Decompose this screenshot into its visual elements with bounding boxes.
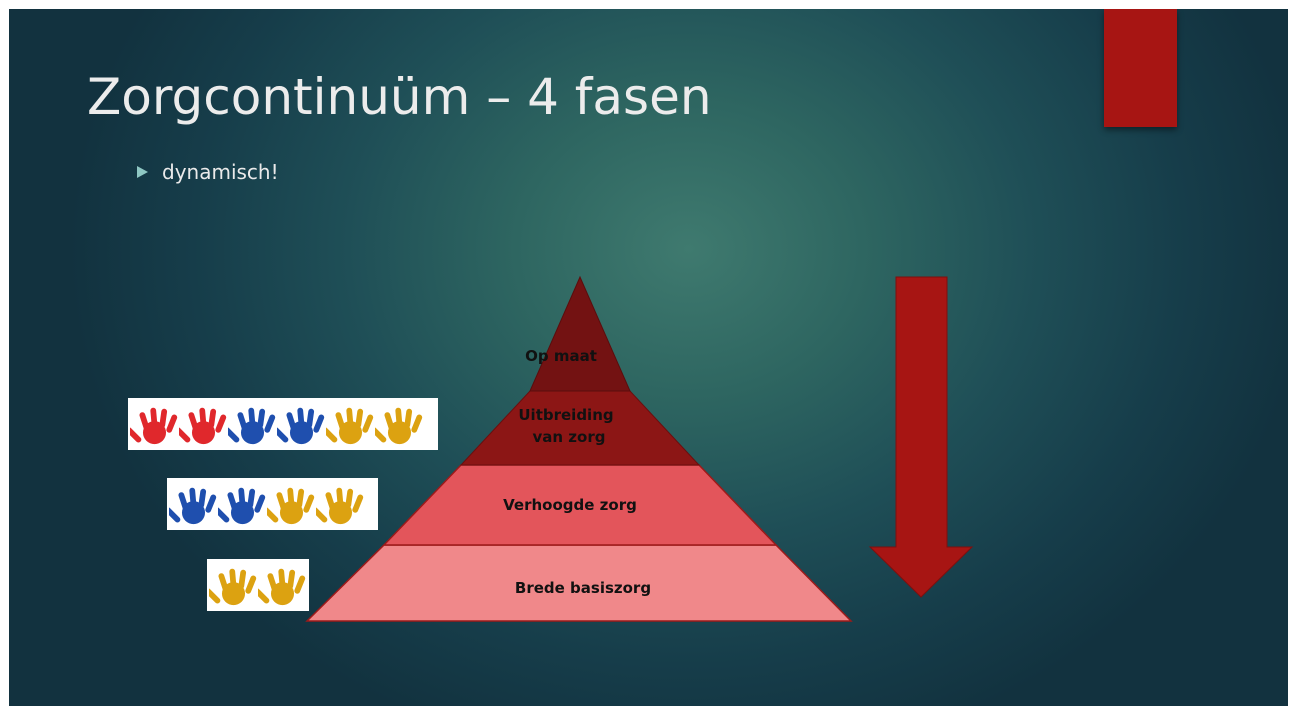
yellow-hand-icon bbox=[316, 487, 364, 525]
layer-label-uitbreiding: Uitbreiding bbox=[518, 406, 613, 424]
slide: Zorgcontinuüm – 4 fasen dynamisch! Op ma… bbox=[9, 9, 1288, 706]
pyramid-diagram: Op maat Uitbreiding van zorg Verhoogde z… bbox=[305, 275, 974, 622]
red-hand-icon bbox=[130, 407, 178, 445]
yellow-hand-icon bbox=[267, 487, 315, 525]
blue-hand-icon bbox=[169, 487, 217, 525]
blue-hand-icon bbox=[228, 407, 276, 445]
hands-row-verhoogde-zorg bbox=[167, 478, 378, 530]
yellow-hand-icon bbox=[326, 407, 374, 445]
blue-hand-icon bbox=[218, 487, 266, 525]
bullet-item: dynamisch! bbox=[137, 159, 279, 185]
yellow-hand-icon bbox=[258, 568, 306, 606]
yellow-hand-icon bbox=[209, 568, 257, 606]
bullet-text: dynamisch! bbox=[162, 160, 279, 184]
down-arrow-icon bbox=[868, 276, 974, 598]
hands-row-uitbreiding bbox=[128, 398, 438, 450]
layer-label-verhoogde-zorg: Verhoogde zorg bbox=[503, 496, 637, 514]
hands-row-brede-basiszorg bbox=[207, 559, 309, 611]
blue-hand-icon bbox=[277, 407, 325, 445]
layer-label-brede-basiszorg: Brede basiszorg bbox=[515, 579, 651, 597]
layer-label-van-zorg: van zorg bbox=[533, 428, 606, 446]
red-hand-icon bbox=[179, 407, 227, 445]
slide-title: Zorgcontinuüm – 4 fasen bbox=[87, 68, 712, 126]
bullet-list: dynamisch! bbox=[137, 159, 279, 185]
corner-accent-bar bbox=[1104, 9, 1177, 127]
layer-label-op-maat: Op maat bbox=[525, 347, 597, 365]
pyramid-layer-op-maat bbox=[529, 275, 631, 392]
triangle-bullet-icon bbox=[137, 166, 148, 178]
yellow-hand-icon bbox=[375, 407, 423, 445]
